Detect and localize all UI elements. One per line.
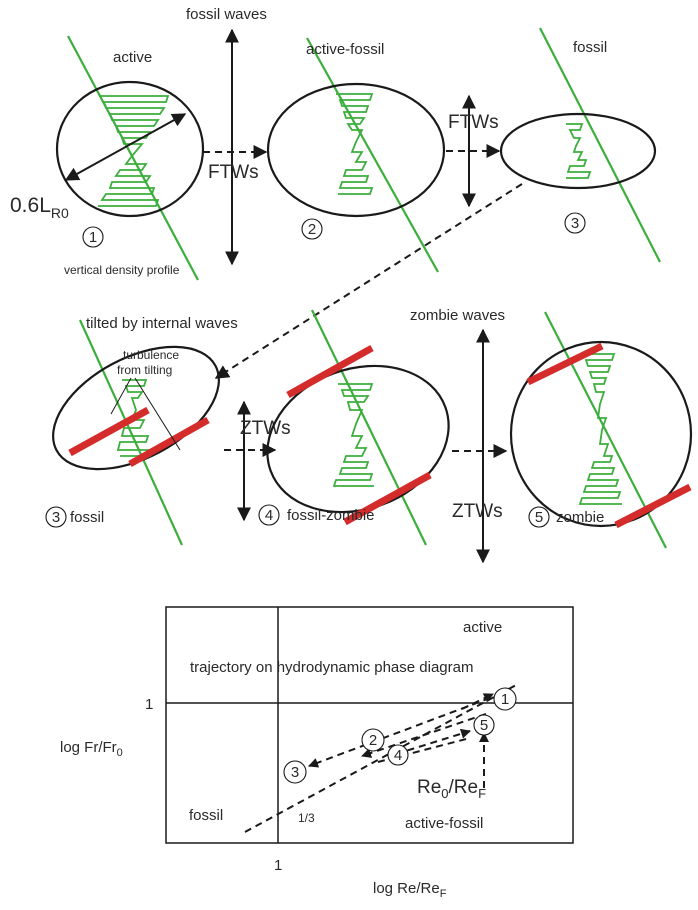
length-scale-label: 0.6LR0 bbox=[10, 194, 69, 221]
stage3-green-line bbox=[539, 27, 661, 263]
trajectory-2-to-4 bbox=[361, 713, 487, 758]
x-axis-label: log Re/ReF bbox=[373, 880, 447, 900]
ftw-label-b: FTWs bbox=[448, 112, 499, 133]
turbulence-label-line1: turbulence bbox=[123, 348, 179, 362]
trajectory-5-to-1 bbox=[461, 693, 494, 710]
stage2-number: 2 bbox=[308, 221, 316, 238]
stage1-ellipse bbox=[55, 80, 205, 218]
stage3-number: 3 bbox=[571, 215, 579, 232]
stage2-title: active-fossil bbox=[306, 41, 384, 58]
phase-point-4: 4 bbox=[394, 747, 402, 764]
zombie-waves-label: zombie waves bbox=[410, 307, 505, 324]
region-fossil-label: fossil bbox=[189, 807, 223, 824]
stage4-turbulence-patch-bottom bbox=[343, 471, 432, 526]
phase-point-2: 2 bbox=[369, 732, 377, 749]
stage4-density-profile bbox=[332, 383, 374, 487]
phase-diagram: active trajectory on hydrodynamic phase … bbox=[60, 606, 574, 900]
y-tick-1: 1 bbox=[145, 696, 153, 713]
phase-point-5-circle bbox=[473, 714, 495, 736]
tilt-label: tilted by internal waves bbox=[86, 315, 238, 332]
phase-point-4-circle bbox=[387, 744, 409, 766]
stage1-title: active bbox=[113, 49, 152, 66]
stage3-turbulence-patch-right bbox=[128, 416, 210, 468]
region-active-fossil-label: active-fossil bbox=[405, 815, 483, 832]
stage3b-number: 3 bbox=[52, 509, 60, 526]
turbulence-pointer-2 bbox=[134, 377, 181, 451]
phase-point-2-circle bbox=[361, 728, 385, 752]
stage2-density-profile bbox=[336, 93, 374, 195]
stage3-title: fossil bbox=[573, 39, 607, 56]
panel-middle: tilted by internal waves turbulence from… bbox=[45, 307, 693, 564]
stage2-number-circle bbox=[301, 218, 323, 240]
stage3-tilted-ellipse bbox=[52, 345, 220, 471]
stage3-turbulence-patch-left bbox=[68, 406, 150, 457]
phase-point-1-circle bbox=[493, 687, 517, 711]
turbulence-pointer-1 bbox=[110, 377, 132, 415]
stage4-number: 4 bbox=[265, 507, 273, 524]
region-active-label: active bbox=[463, 619, 502, 636]
ratio-label: Re0/ReF bbox=[417, 777, 486, 801]
phase-point-3: 3 bbox=[291, 764, 299, 781]
stage5-turbulence-patch-bottom bbox=[614, 483, 692, 529]
trajectory-4-to-5 bbox=[395, 728, 471, 755]
stage1-number-circle bbox=[82, 226, 104, 248]
stage3b-number-circle bbox=[45, 506, 67, 528]
phase-point-5: 5 bbox=[480, 717, 488, 734]
slope-reference-line bbox=[244, 683, 519, 833]
stage5-density-profile bbox=[578, 353, 622, 505]
stage3-tilted-density-profile bbox=[116, 379, 154, 457]
slope-label: 1/3 bbox=[298, 811, 315, 825]
stage2-ellipse bbox=[266, 82, 446, 218]
stage5-ellipse bbox=[509, 340, 693, 528]
stage1-number: 1 bbox=[89, 229, 97, 246]
stage3b-title: fossil bbox=[70, 509, 104, 526]
trajectory-caption: trajectory on hydrodynamic phase diagram bbox=[190, 659, 473, 676]
x-tick-1: 1 bbox=[274, 857, 282, 874]
turbulence-label-line2: from tilting bbox=[117, 363, 172, 377]
y-axis-label: log Fr/Fr0 bbox=[60, 739, 123, 759]
transition-arrow-3-to-tilted bbox=[214, 183, 523, 379]
stage3-density-profile bbox=[566, 123, 592, 179]
stage4-green-line bbox=[311, 309, 427, 546]
stage2-green-line bbox=[306, 37, 439, 273]
ftw-label-a: FTWs bbox=[208, 162, 259, 183]
stage3-ellipse bbox=[499, 112, 657, 190]
ztw-label-b: ZTWs bbox=[452, 501, 503, 522]
stage5-number-circle bbox=[528, 506, 550, 528]
stage5-turbulence-patch-top bbox=[526, 342, 604, 386]
stage1-diameter-arrow bbox=[64, 113, 187, 181]
stage5-title: zombie bbox=[556, 509, 604, 526]
phase-point-1: 1 bbox=[501, 691, 509, 708]
stage4-title: fossil-zombie bbox=[287, 507, 375, 524]
stage3-tilted-green-line bbox=[78, 319, 184, 546]
panel-top: active 0.6LR0 1 vertical density profile… bbox=[10, 6, 661, 379]
phase-point-3-circle bbox=[283, 760, 307, 784]
ztw-label-a: ZTWs bbox=[240, 418, 291, 439]
stage4-number-circle bbox=[258, 504, 280, 526]
stage4-turbulence-patch-top bbox=[286, 344, 374, 399]
profile-caption: vertical density profile bbox=[64, 263, 180, 277]
stage3-number-circle bbox=[564, 212, 586, 234]
fossil-waves-label: fossil waves bbox=[186, 6, 267, 23]
stage5-number: 5 bbox=[535, 509, 543, 526]
phase-diagram-frame bbox=[165, 606, 574, 844]
trajectory-1-to-3 bbox=[308, 697, 491, 768]
